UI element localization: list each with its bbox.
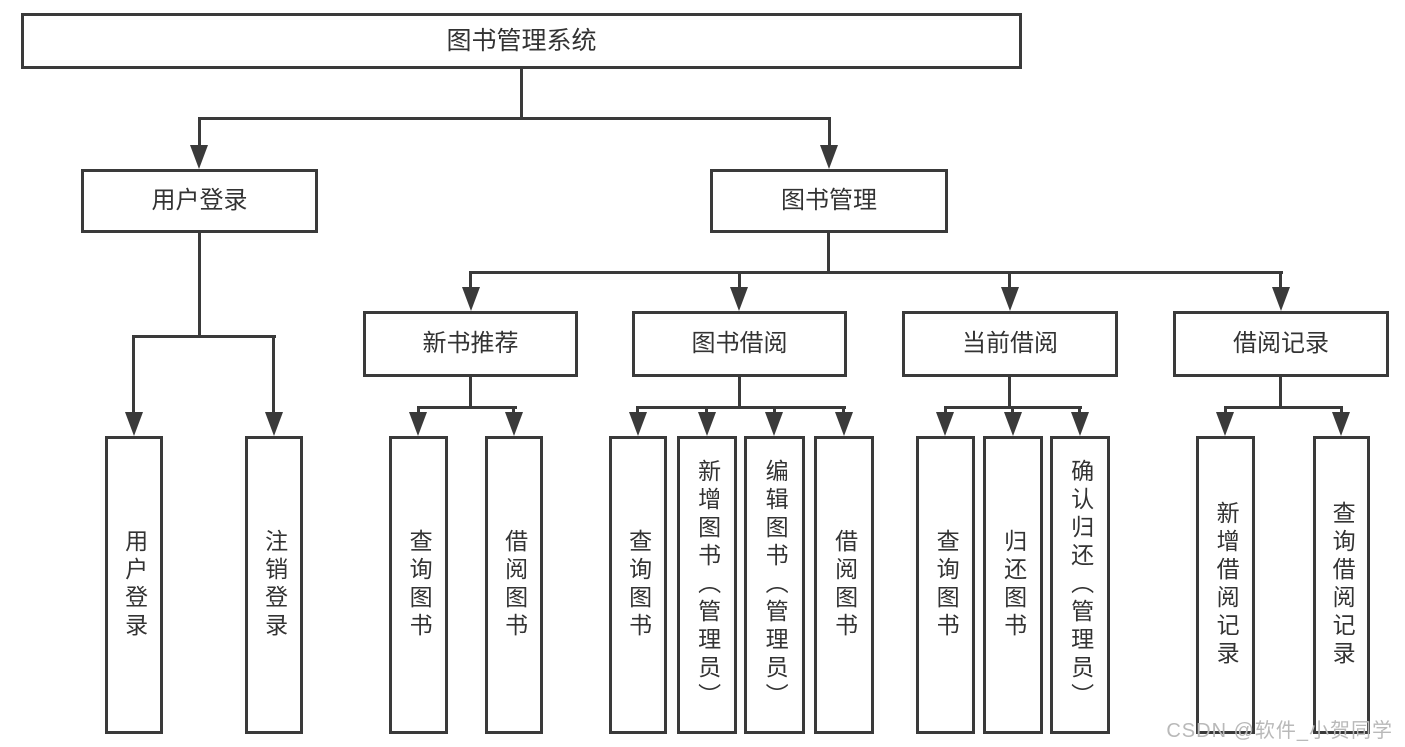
connector-to-book-borrow — [738, 271, 741, 289]
connector-stub — [773, 406, 776, 414]
leaf-edit-books-admin: 编辑图书（管理员） — [744, 436, 805, 734]
connector-to-new-book-recommend — [469, 271, 472, 289]
connector-new-book-recommend-stem — [469, 377, 472, 408]
connector-book-management-split — [469, 271, 1283, 274]
leaf-return-books: 归还图书 — [983, 436, 1043, 734]
arrowhead-down — [1004, 412, 1022, 436]
connector-stub — [944, 406, 947, 414]
connector-book-borrow-split — [636, 406, 846, 409]
connector-to-leaf-logout — [272, 335, 275, 412]
connector-new-book-recommend-split — [417, 406, 517, 409]
arrowhead-down — [629, 412, 647, 436]
connector-stub — [1011, 406, 1014, 414]
node-book-borrow: 图书借阅 — [632, 311, 847, 377]
arrowhead-down — [698, 412, 716, 436]
connector-to-borrow-records — [1279, 271, 1282, 289]
leaf-confirm-return-admin: 确认归还（管理员） — [1050, 436, 1110, 734]
node-borrow-records: 借阅记录 — [1173, 311, 1389, 377]
leaf-query-books-current: 查询图书 — [916, 436, 975, 734]
arrowhead-down — [1272, 287, 1290, 311]
connector-book-management-stem — [827, 233, 830, 274]
arrowhead-down — [190, 145, 208, 169]
node-user-login: 用户登录 — [81, 169, 318, 233]
leaf-user-login: 用户登录 — [105, 436, 163, 734]
leaf-borrow-books-recommend: 借阅图书 — [485, 436, 543, 734]
connector-stub — [705, 406, 708, 414]
connector-current-borrow-stem — [1008, 377, 1011, 408]
arrowhead-down — [1001, 287, 1019, 311]
connector-stub — [1340, 406, 1343, 414]
arrowhead-down — [1216, 412, 1234, 436]
arrowhead-down — [409, 412, 427, 436]
connector-user-login-split — [132, 335, 276, 338]
arrowhead-down — [505, 412, 523, 436]
connector-to-current-borrow — [1008, 271, 1011, 289]
connector-borrow-records-stem — [1279, 377, 1282, 408]
leaf-query-books-borrow: 查询图书 — [609, 436, 667, 734]
node-library-management-system: 图书管理系统 — [21, 13, 1022, 69]
node-book-management: 图书管理 — [710, 169, 948, 233]
connector-to-user-login — [198, 117, 201, 148]
connector-borrow-records-split — [1224, 406, 1343, 409]
connector-stub — [842, 406, 845, 414]
leaf-borrow-books: 借阅图书 — [814, 436, 874, 734]
leaf-add-borrow-record: 新增借阅记录 — [1196, 436, 1255, 734]
arrowhead-down — [835, 412, 853, 436]
node-new-book-recommend: 新书推荐 — [363, 311, 578, 377]
leaf-query-borrow-record: 查询借阅记录 — [1313, 436, 1370, 734]
watermark-text: CSDN @软件_小贺同学 — [1166, 720, 1393, 742]
leaf-add-books-admin: 新增图书（管理员） — [677, 436, 737, 734]
connector-book-borrow-stem — [738, 377, 741, 408]
connector-stub — [1224, 406, 1227, 414]
connector-stub — [417, 406, 420, 414]
leaf-query-books-recommend: 查询图书 — [389, 436, 448, 734]
connector-user-login-stem — [198, 233, 201, 338]
node-current-borrow: 当前借阅 — [902, 311, 1118, 377]
arrowhead-down — [820, 145, 838, 169]
connector-root-split — [198, 117, 831, 120]
arrowhead-down — [1071, 412, 1089, 436]
arrowhead-down — [462, 287, 480, 311]
connector-to-leaf-user-login — [132, 335, 135, 412]
arrowhead-down — [765, 412, 783, 436]
arrowhead-down — [936, 412, 954, 436]
leaf-logout: 注销登录 — [245, 436, 303, 734]
connector-stub — [1078, 406, 1081, 414]
arrowhead-down — [1332, 412, 1350, 436]
connector-stub — [636, 406, 639, 414]
arrowhead-down — [265, 412, 283, 436]
arrowhead-down — [125, 412, 143, 436]
connector-stub — [512, 406, 515, 414]
connector-root-stem — [520, 69, 523, 120]
arrowhead-down — [730, 287, 748, 311]
connector-to-book-management — [828, 117, 831, 148]
